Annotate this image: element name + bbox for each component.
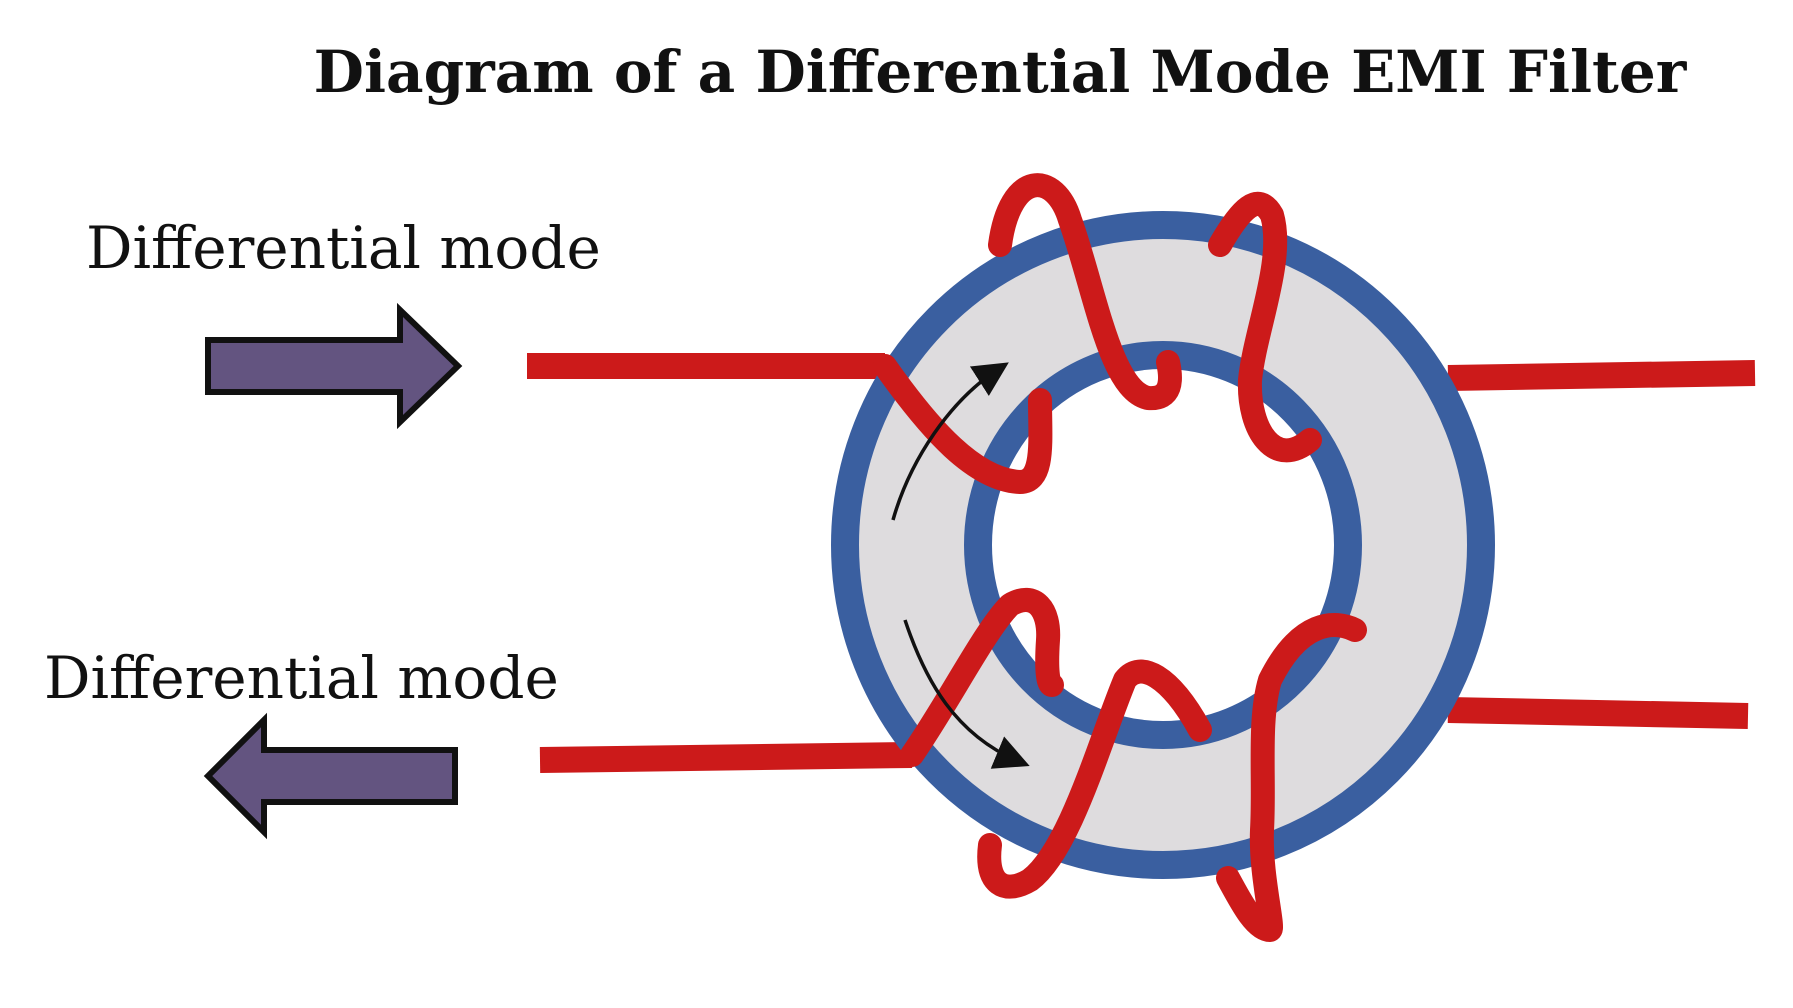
arrow-right-icon [205,302,463,430]
wire-leads [527,353,1756,773]
flux-arrow-down-icon [903,619,1030,769]
wire-input-bottom [539,742,913,773]
diagram-title: Diagram of a Differential Mode EMI Filte… [314,38,1688,106]
wire-output-bottom [1447,697,1749,729]
winding-top [873,173,1322,494]
flux-arrow-up-icon [891,362,1009,521]
flux-arrows [891,362,1030,769]
wire-output-top [1447,360,1756,391]
arrow-left-icon [203,712,458,840]
label-differential-mode-bottom: Differential mode [44,644,559,712]
winding-bottom [900,588,1367,942]
toroid-core [831,211,1495,879]
label-differential-mode-top: Differential mode [86,214,601,282]
